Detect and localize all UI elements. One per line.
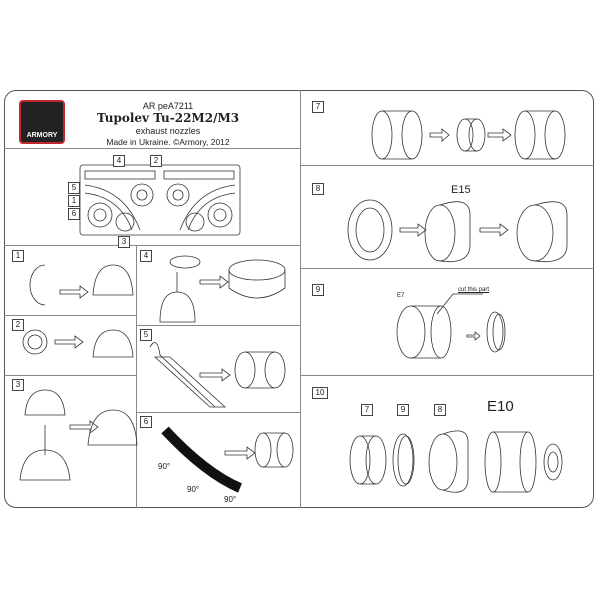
angle-label: 90° — [224, 495, 237, 504]
ref-step: 8 — [434, 404, 446, 416]
fret-label: 4 — [113, 155, 125, 167]
divider — [136, 412, 300, 413]
step-8-drawing — [347, 199, 568, 263]
divider — [300, 375, 594, 376]
step-5-drawing — [149, 342, 286, 408]
logo-text: ARMORY — [26, 132, 58, 139]
divider — [4, 315, 136, 316]
step-1-drawing — [29, 264, 134, 306]
divider — [4, 148, 300, 149]
step-10-drawing — [349, 430, 563, 493]
step-9-number: 9 — [312, 284, 324, 296]
fret-label: 2 — [150, 155, 162, 167]
step-4-number: 4 — [140, 250, 152, 262]
angle-label: 90° — [187, 485, 200, 494]
fret-label: 3 — [118, 236, 130, 248]
ref-step: 9 — [397, 404, 409, 416]
step-3-number: 3 — [12, 379, 24, 391]
step-7-number: 7 — [312, 101, 324, 113]
subtitle: exhaust nozzles — [135, 126, 201, 136]
step-7-drawing — [371, 110, 566, 160]
armory-logo: ARMORY — [19, 100, 65, 144]
step-2-drawing — [22, 329, 134, 358]
fret-label: 5 — [68, 182, 80, 194]
step-10-number: 10 — [312, 387, 328, 399]
instruction-sheet — [4, 90, 594, 508]
ref-step: 7 — [361, 404, 373, 416]
step-6-drawing — [161, 426, 294, 493]
step-6-number: 6 — [140, 416, 152, 428]
divider — [300, 268, 594, 269]
divider — [4, 245, 300, 246]
page-title: Tupolev Tu-22M2/M3 — [96, 111, 240, 125]
product-code: AR peA7211 — [142, 101, 194, 111]
step-2-number: 2 — [12, 319, 24, 331]
fret-label: 6 — [68, 208, 80, 220]
divider — [136, 325, 300, 326]
fret-label: 1 — [68, 195, 80, 207]
angle-label: 90° — [158, 462, 171, 471]
part-label: E15 — [451, 184, 471, 196]
step-3-drawing — [19, 389, 138, 481]
column-divider — [300, 90, 301, 508]
note: cut this part — [458, 287, 490, 293]
step-8-number: 8 — [312, 183, 324, 195]
step-4-drawing — [159, 255, 286, 323]
divider — [4, 375, 136, 376]
step-9-drawing — [396, 293, 506, 359]
step-5-number: 5 — [140, 329, 152, 341]
part-label: E10 — [487, 398, 514, 415]
photo-etch-fret — [79, 164, 241, 236]
part-label: E7 — [397, 293, 405, 299]
divider — [136, 245, 137, 508]
step-1-number: 1 — [12, 250, 24, 262]
credit: Made in Ukraine. ©Armory, 2012 — [106, 137, 230, 147]
divider — [300, 165, 594, 166]
